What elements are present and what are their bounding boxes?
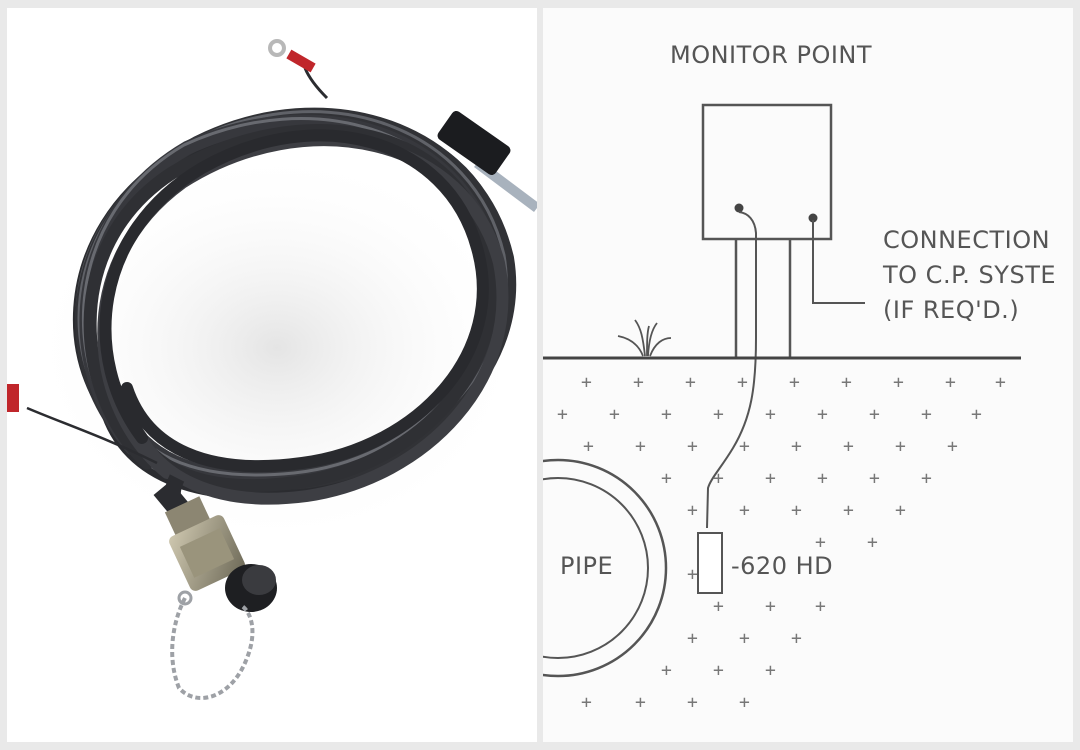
soil-plus-mark: + (581, 692, 592, 713)
soil-plus-mark: + (789, 372, 800, 393)
cable-coil (72, 107, 516, 505)
terminal-right (808, 213, 818, 223)
soil-plus-mark: + (635, 692, 646, 713)
soil-plus-mark: + (843, 436, 854, 457)
soil-plus-mark: + (765, 404, 776, 425)
diagram-title: MONITOR POINT (670, 41, 872, 69)
connection-label-line2: TO C.P. SYSTE (882, 261, 1056, 289)
soil-plus-mark: + (867, 532, 878, 553)
soil-plus-mark: + (739, 628, 750, 649)
soil-plus-mark: + (713, 468, 724, 489)
soil-plus-mark: + (739, 692, 750, 713)
anode-label: -620 HD (731, 552, 833, 580)
soil-plus-mark: + (687, 564, 698, 585)
monitor-point-diagram-panel: MONITOR POINT CONNECTION TO C.P. SYSTE (… (543, 8, 1073, 742)
chain (170, 597, 255, 700)
soil-plus-mark: + (869, 404, 880, 425)
soil-plus-mark: + (995, 372, 1006, 393)
soil-plus-mark: + (685, 372, 696, 393)
soil-plus-mark: + (635, 436, 646, 457)
soil-plus-mark: + (869, 468, 880, 489)
monitor-point-diagram: MONITOR POINT CONNECTION TO C.P. SYSTE (… (543, 41, 1056, 713)
soil-plus-mark: + (609, 404, 620, 425)
ring-terminal-top (268, 39, 286, 57)
soil-plus-mark: + (791, 436, 802, 457)
connector (164, 496, 245, 591)
soil-plus-mark: + (945, 372, 956, 393)
soil-plus-mark: + (843, 500, 854, 521)
soil-plus-mark: + (713, 596, 724, 617)
soil-plus-mark: + (815, 532, 826, 553)
soil-plus-mark: + (661, 468, 672, 489)
terminal-left (734, 203, 744, 213)
soil-plus-mark: + (791, 500, 802, 521)
cable-photo (7, 39, 537, 700)
soil-plus-mark: + (921, 468, 932, 489)
connection-wire (812, 220, 865, 304)
soil-plus-mark: + (765, 468, 776, 489)
soil-plus-mark: + (765, 596, 776, 617)
soil-plus-mark: + (893, 372, 904, 393)
soil-plus-mark: + (815, 596, 826, 617)
pipe-inner (543, 477, 649, 659)
soil-plus-mark: + (921, 404, 932, 425)
pipe-label: PIPE (560, 552, 613, 580)
soil-plus-mark: + (895, 436, 906, 457)
soil-plus-mark: + (581, 372, 592, 393)
soil-plus-mark: + (583, 436, 594, 457)
soil-plus-mark: + (739, 436, 750, 457)
soil-plus-mark: + (687, 628, 698, 649)
dust-cap (225, 564, 277, 612)
pipe-outer (543, 458, 668, 678)
cable-photo-panel (7, 8, 537, 742)
connection-label-line1: CONNECTION (883, 226, 1050, 254)
soil-plus-mark: + (687, 500, 698, 521)
soil-plus-mark: + (817, 468, 828, 489)
soil-plus-mark: + (947, 436, 958, 457)
ring-terminal-left-sleeve (7, 384, 19, 412)
monitor-box (701, 103, 833, 241)
ring-terminal-top-sleeve (286, 49, 316, 73)
soil-plus-mark: + (713, 404, 724, 425)
connection-label-line3: (IF REQ'D.) (883, 296, 1019, 324)
soil-plus-mark: + (661, 404, 672, 425)
soil-pattern: + + + + + + + + + + + + + + + + + + + + + + + + + + + + + + + + + + + + + + + +… (557, 372, 1006, 713)
soil-plus-mark: + (633, 372, 644, 393)
soil-plus-mark: + (687, 692, 698, 713)
soil-plus-mark: + (817, 404, 828, 425)
soil-plus-mark: + (557, 404, 568, 425)
soil-plus-mark: + (791, 628, 802, 649)
soil-plus-mark: + (765, 660, 776, 681)
soil-plus-mark: + (661, 660, 672, 681)
soil-plus-mark: + (713, 660, 724, 681)
soil-plus-mark: + (737, 372, 748, 393)
soil-plus-mark: + (841, 372, 852, 393)
soil-plus-mark: + (687, 436, 698, 457)
strain-relief (437, 110, 511, 176)
soil-plus-mark: + (895, 500, 906, 521)
soil-plus-mark: + (971, 404, 982, 425)
test-lead-wire (706, 211, 757, 529)
grass-tuft (617, 319, 672, 357)
reference-electrode (697, 532, 723, 594)
soil-plus-mark: + (739, 500, 750, 521)
